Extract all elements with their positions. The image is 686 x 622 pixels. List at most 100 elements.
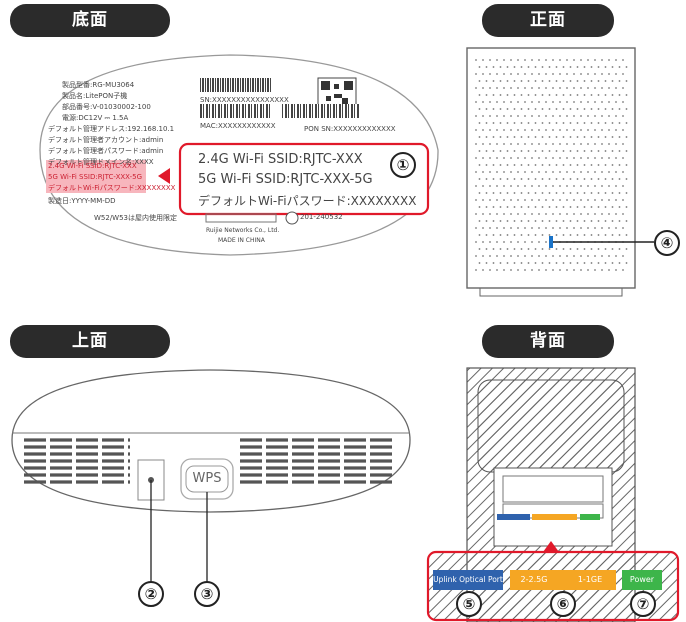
vent-dot [513,220,516,222]
vent-dot [489,87,491,89]
vent-dot [552,227,554,229]
vent-dot [503,115,505,117]
vent-dot [475,185,477,187]
vent-dot [506,192,509,194]
vent-dot [534,234,537,236]
vent-dot [513,206,516,208]
vent-dot [552,255,554,257]
back-callout-arrow [543,541,559,552]
vent-dot [615,213,617,215]
vent-dot [604,94,607,96]
vent-dot [503,255,505,257]
vent-dot [562,220,565,222]
vent-dot [580,87,582,89]
vent-dot [615,185,617,187]
company-text: Ruijie Networks Co., Ltd. [206,227,280,234]
vent-dot [538,115,540,117]
vent-dot [478,262,481,264]
vent-dot [587,255,589,257]
vent-dot [545,59,547,61]
vent-dot [566,143,568,145]
vent-dot [496,269,498,271]
vent-dot [531,185,533,187]
vent-dot [475,87,477,89]
vent-dot [520,192,523,194]
vent-dot [580,157,582,159]
vent-dot [492,164,495,166]
vent-dot [517,199,519,201]
vent-dot [615,227,617,229]
vent-dot [482,255,484,257]
vent-dot [510,269,512,271]
vent-dot [618,178,621,180]
vent-dot [548,234,551,236]
vent-dot [524,59,526,61]
marker-5: ⑤ [456,591,482,617]
vent-dot [618,66,621,68]
vent-dot [548,122,551,124]
vent-dot [559,59,561,61]
vent-dot [583,206,586,208]
vent-dot [527,150,530,152]
vent-dot [524,115,526,117]
vent-dot [513,94,516,96]
vent-dot [594,171,596,173]
vent-dot [608,59,610,61]
vent-dot [625,220,628,222]
vent-dot [517,101,519,103]
vent-dot [510,213,512,215]
vent-dot [524,199,526,201]
vent-dot [590,164,593,166]
label-line: 電源:DC12V ⎓ 1.5A [62,114,129,122]
vent-dot [492,178,495,180]
vent-dot [611,122,614,124]
vent-dot [618,220,621,222]
vent-dot [485,136,488,138]
vent-dot [559,87,561,89]
vent-dot [527,164,530,166]
vent-dot [517,185,519,187]
vent-dot [541,122,544,124]
vent-dot [562,108,565,110]
vent-dot [517,157,519,159]
vent-dot [475,101,477,103]
vent-dot [594,213,596,215]
vent-dot [618,80,621,82]
vent-dot [541,94,544,96]
vent-dot [601,143,603,145]
vent-dot [499,122,502,124]
vent-dot [555,164,558,166]
vent-dot [573,199,575,201]
status-led [549,236,553,248]
vent-dot [569,94,572,96]
vent-dot [559,171,561,173]
vent-dot [611,206,614,208]
vent-dot [531,199,533,201]
vent-dot [597,178,600,180]
vent-dot [475,59,477,61]
port-power-label: Power [629,575,655,584]
vent-dot [555,220,558,222]
vent-dot [478,122,481,124]
vent-dot [513,178,516,180]
marker-1: ① [390,152,416,178]
vent-dot [527,108,530,110]
vent-dot [506,248,509,250]
vent-dot [562,178,565,180]
vent-dot [566,101,568,103]
vent-dot [597,94,600,96]
vent-dot [538,59,540,61]
vent-dot [524,241,526,243]
callout-ssid-5: 5G Wi-Fi SSID:RJTC-XXX-5G [198,172,373,187]
vent-dot [492,206,495,208]
vent-dot [489,73,491,75]
vent-dot [615,269,617,271]
vent-dot [611,178,614,180]
vent-dot [478,150,481,152]
vent-dot [538,87,540,89]
vent-dot [594,101,596,103]
vent-dot [569,66,572,68]
vent-dot [552,59,554,61]
vent-dot [489,227,491,229]
marker-3: ③ [194,581,220,607]
